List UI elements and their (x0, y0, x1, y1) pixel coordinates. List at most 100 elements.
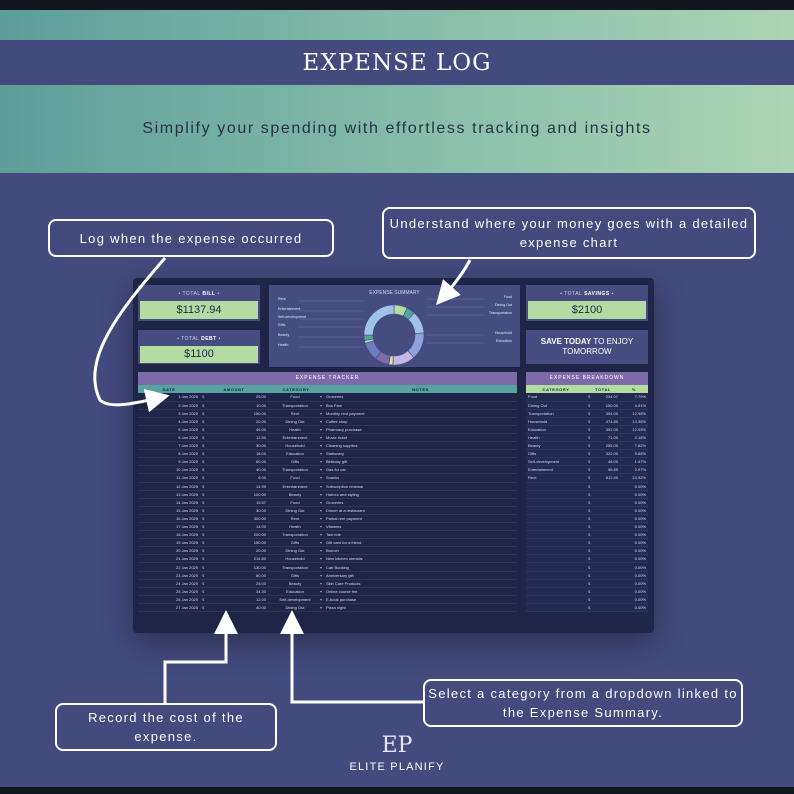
chevron-down-icon[interactable]: ▾ (319, 572, 322, 578)
date-cell[interactable]: 14 Jan 2025 (138, 498, 200, 507)
notes-cell[interactable]: Cleaning supplies (324, 441, 517, 451)
category-dropdown[interactable]: Dining Out▾ (268, 546, 324, 556)
amount-cell[interactable]: $150.00 (200, 409, 268, 418)
category-dropdown[interactable]: Transportation▾ (268, 465, 324, 475)
amount-cell[interactable]: $30.00 (200, 441, 268, 451)
notes-cell[interactable]: Skin Care Products (324, 579, 517, 588)
amount-cell[interactable]: $214.80 (200, 554, 268, 564)
notes-cell[interactable]: Bus Fare (324, 401, 517, 410)
date-cell[interactable]: 5 Jan 2025 (138, 425, 200, 434)
category-dropdown[interactable]: Rent▾ (268, 514, 324, 524)
category-dropdown[interactable]: Transportation▾ (268, 530, 324, 540)
date-cell[interactable]: 8 Jan 2025 (138, 449, 200, 459)
category-dropdown[interactable]: Household▾ (268, 554, 324, 564)
amount-cell[interactable]: $19.57 (200, 498, 268, 507)
category-dropdown[interactable]: Dining Out▾ (268, 603, 324, 613)
category-dropdown[interactable]: Food▾ (268, 473, 324, 483)
chevron-down-icon[interactable]: ▾ (319, 475, 322, 481)
chevron-down-icon[interactable]: ▾ (319, 524, 322, 530)
chevron-down-icon[interactable]: ▾ (319, 426, 322, 432)
category-dropdown[interactable]: Education▾ (268, 449, 324, 459)
chevron-down-icon[interactable]: ▾ (319, 556, 322, 562)
chevron-down-icon[interactable]: ▾ (319, 467, 322, 473)
notes-cell[interactable]: Vitamins (324, 522, 517, 532)
date-cell[interactable]: 22 Jan 2025 (138, 562, 200, 572)
date-cell[interactable]: 21 Jan 2025 (138, 554, 200, 564)
notes-cell[interactable]: Pizza night (324, 603, 517, 613)
amount-cell[interactable]: $40.00 (200, 465, 268, 475)
chevron-down-icon[interactable]: ▾ (319, 483, 322, 489)
amount-cell[interactable]: $130.00 (200, 562, 268, 572)
category-dropdown[interactable]: Self-development▾ (268, 595, 324, 604)
amount-cell[interactable]: $8.00 (200, 473, 268, 483)
amount-cell[interactable]: $60.00 (200, 457, 268, 467)
date-cell[interactable]: 18 Jan 2025 (138, 530, 200, 540)
chevron-down-icon[interactable]: ▾ (319, 548, 322, 554)
amount-cell[interactable]: $300.00 (200, 514, 268, 524)
amount-cell[interactable]: $18.00 (200, 449, 268, 459)
notes-cell[interactable]: Haircut and styling (324, 490, 517, 499)
date-cell[interactable]: 7 Jan 2025 (138, 441, 200, 451)
category-dropdown[interactable]: Dining Out▾ (268, 506, 324, 515)
notes-cell[interactable]: Stationery (324, 449, 517, 459)
amount-cell[interactable]: $30.00 (200, 506, 268, 515)
notes-cell[interactable]: Pharmacy purchase (324, 425, 517, 434)
category-dropdown[interactable]: Rent▾ (268, 409, 324, 418)
notes-cell[interactable]: Monthly rent payment (324, 409, 517, 418)
chevron-down-icon[interactable]: ▾ (319, 540, 322, 546)
chevron-down-icon[interactable]: ▾ (319, 588, 322, 594)
amount-cell[interactable]: $80.00 (200, 571, 268, 580)
chevron-down-icon[interactable]: ▾ (319, 499, 322, 505)
date-cell[interactable]: 16 Jan 2025 (138, 514, 200, 524)
category-dropdown[interactable]: Entertainment▾ (268, 433, 324, 443)
date-cell[interactable]: 6 Jan 2025 (138, 433, 200, 443)
notes-cell[interactable]: Groceries (324, 393, 517, 402)
category-dropdown[interactable]: Entertainment▾ (268, 482, 324, 491)
notes-cell[interactable]: Movie ticket (324, 433, 517, 443)
notes-cell[interactable]: Partial rent payment (324, 514, 517, 524)
amount-cell[interactable]: $12.50 (200, 433, 268, 443)
chevron-down-icon[interactable]: ▾ (319, 515, 322, 521)
notes-cell[interactable]: Subscription renewal (324, 482, 517, 491)
category-dropdown[interactable]: Health▾ (268, 522, 324, 532)
notes-cell[interactable]: Groceries (324, 498, 517, 507)
amount-cell[interactable]: $100.00 (200, 490, 268, 499)
category-dropdown[interactable]: Beauty▾ (268, 490, 324, 499)
amount-cell[interactable]: $14.99 (200, 482, 268, 491)
category-dropdown[interactable]: Gifts▾ (268, 457, 324, 467)
notes-cell[interactable]: Brunch (324, 546, 517, 556)
amount-cell[interactable]: $20.00 (200, 546, 268, 556)
category-dropdown[interactable]: Dining Out▾ (268, 417, 324, 426)
date-cell[interactable]: 20 Jan 2025 (138, 546, 200, 556)
chevron-down-icon[interactable]: ▾ (319, 564, 322, 570)
amount-cell[interactable]: $150.00 (200, 538, 268, 548)
notes-cell[interactable]: Cab Booking (324, 562, 517, 572)
category-dropdown[interactable]: Food▾ (268, 393, 324, 402)
category-dropdown[interactable]: Health▾ (268, 425, 324, 434)
category-dropdown[interactable]: Gifts▾ (268, 538, 324, 548)
category-dropdown[interactable]: Transportation▾ (268, 401, 324, 410)
chevron-down-icon[interactable]: ▾ (319, 507, 322, 513)
chevron-down-icon[interactable]: ▾ (319, 443, 322, 449)
date-cell[interactable]: 2 Jan 2025 (138, 401, 200, 410)
notes-cell[interactable]: Taxi ride (324, 530, 517, 540)
date-cell[interactable]: 17 Jan 2025 (138, 522, 200, 532)
date-cell[interactable]: 3 Jan 2025 (138, 409, 200, 418)
notes-cell[interactable]: Online course fee (324, 587, 517, 596)
notes-cell[interactable]: New kitchen utensils (324, 554, 517, 564)
chevron-down-icon[interactable]: ▾ (319, 410, 322, 416)
date-cell[interactable]: 13 Jan 2025 (138, 490, 200, 499)
amount-cell[interactable]: $40.00 (200, 603, 268, 613)
date-cell[interactable]: 25 Jan 2025 (138, 587, 200, 596)
chevron-down-icon[interactable]: ▾ (319, 394, 322, 400)
category-dropdown[interactable]: Education▾ (268, 587, 324, 596)
date-cell[interactable]: 26 Jan 2025 (138, 595, 200, 604)
date-cell[interactable]: 24 Jan 2025 (138, 579, 200, 588)
date-cell[interactable]: 11 Jan 2025 (138, 473, 200, 483)
date-cell[interactable]: 1 Jan 2025 (138, 393, 200, 402)
chevron-down-icon[interactable]: ▾ (319, 596, 322, 602)
chevron-down-icon[interactable]: ▾ (319, 532, 322, 538)
amount-cell[interactable]: $34.30 (200, 587, 268, 596)
amount-cell[interactable]: $25.00 (200, 579, 268, 588)
chevron-down-icon[interactable]: ▾ (319, 491, 322, 497)
